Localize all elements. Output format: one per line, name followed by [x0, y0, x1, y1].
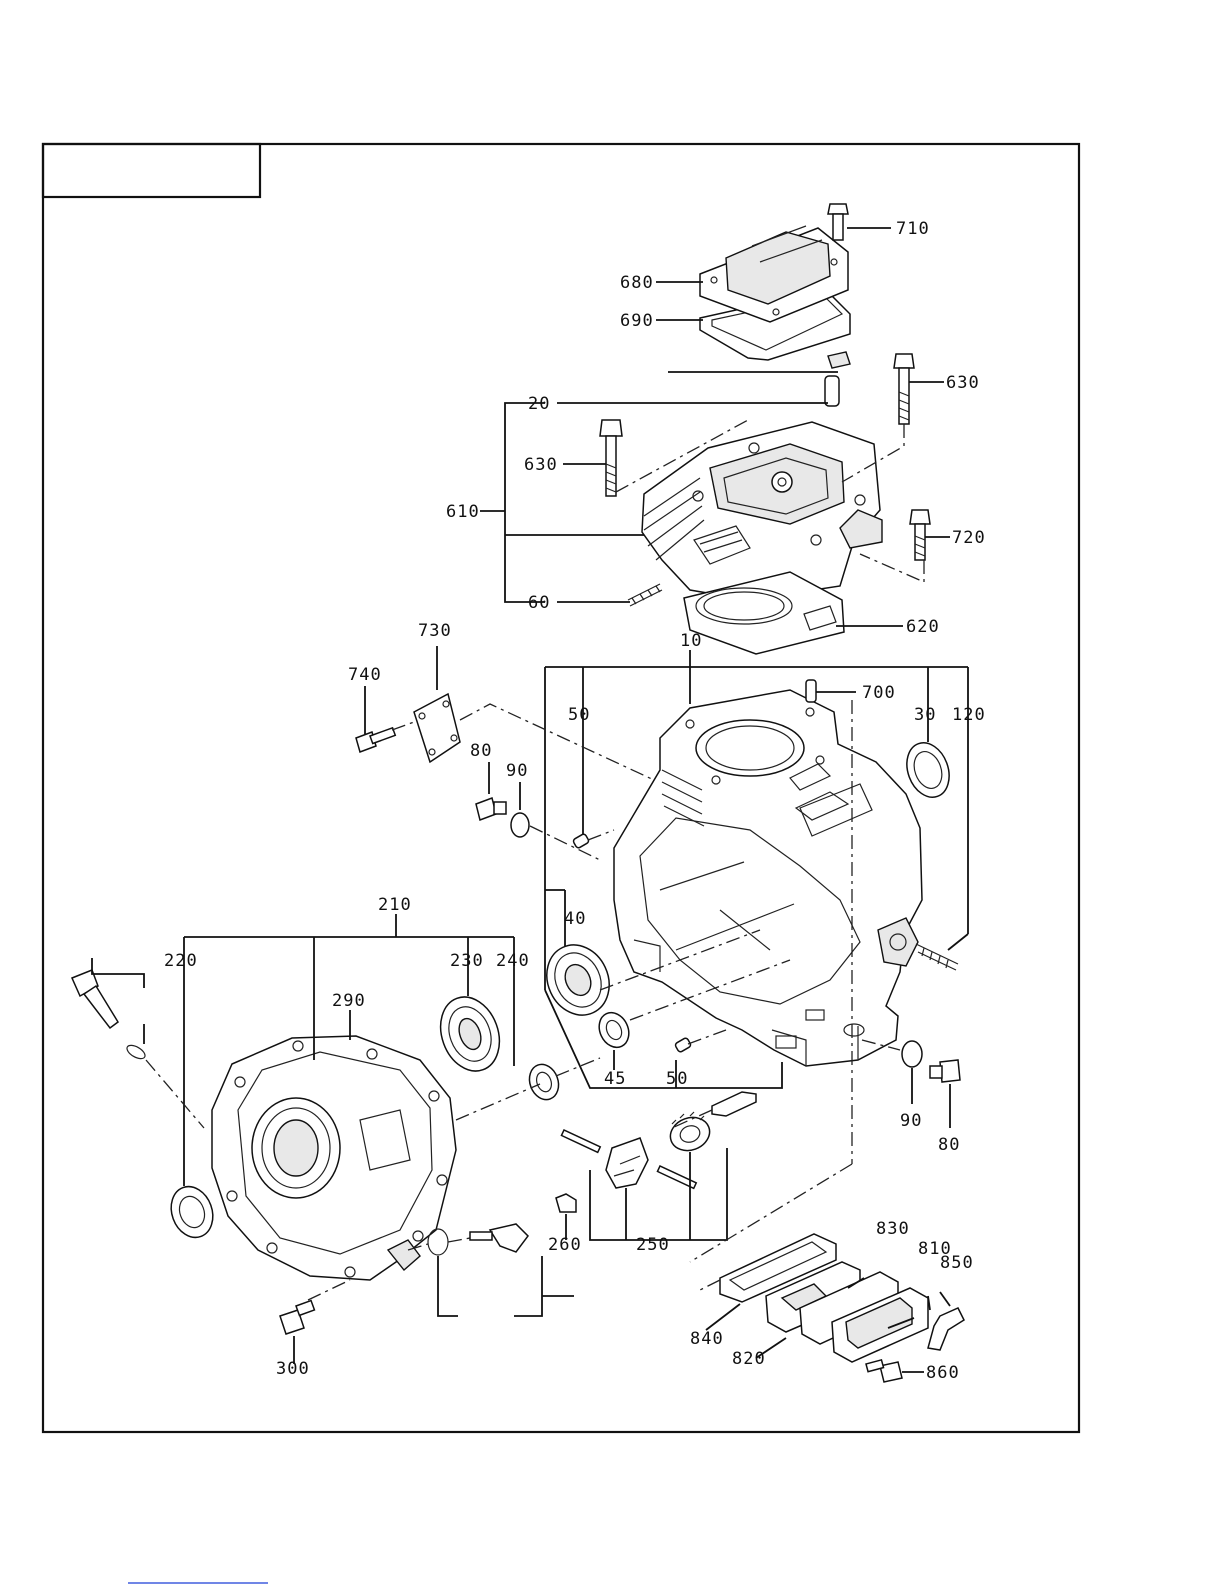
- governor-assembly: [556, 1092, 756, 1212]
- label-50-bottom: 50: [666, 1069, 688, 1089]
- label-300: 300: [276, 1359, 310, 1379]
- label-620: 620: [906, 617, 940, 637]
- label-90-bottom: 90: [900, 1111, 922, 1131]
- crankcase-assembly: [614, 690, 958, 1066]
- label-720: 720: [952, 528, 986, 548]
- label-700: 700: [862, 683, 896, 703]
- label-210: 210: [378, 895, 412, 915]
- label-50-top: 50: [568, 705, 590, 725]
- label-220: 220: [164, 951, 198, 971]
- label-680: 680: [620, 273, 654, 293]
- cylinder-head-assembly: [600, 354, 930, 654]
- valve-cover-assembly: [700, 204, 850, 368]
- label-290: 290: [332, 991, 366, 1011]
- label-90-top: 90: [506, 761, 528, 781]
- label-250: 250: [636, 1235, 670, 1255]
- title-box: [43, 144, 260, 197]
- oil-filler-plug: [428, 1224, 528, 1255]
- label-260: 260: [548, 1235, 582, 1255]
- label-740: 740: [348, 665, 382, 685]
- label-860: 860: [926, 1363, 960, 1383]
- label-820: 820: [732, 1349, 766, 1369]
- label-240: 240: [496, 951, 530, 971]
- bolt-80-bottom: [930, 1060, 960, 1082]
- label-690: 690: [620, 311, 654, 331]
- crankcase-cover-assembly: [212, 1036, 456, 1280]
- oil-dipstick: [72, 970, 147, 1061]
- label-20: 20: [528, 394, 550, 414]
- label-60: 60: [528, 593, 550, 613]
- washer-90-top: [511, 813, 529, 837]
- label-630-left: 630: [524, 455, 558, 475]
- washer-90-bottom: [902, 1041, 922, 1067]
- bolt-80-top: [476, 798, 506, 820]
- bearing-40: [536, 935, 621, 1026]
- cover-plate-730: [414, 694, 460, 762]
- oil-seal-220: [164, 1181, 219, 1244]
- label-610: 610: [446, 502, 480, 522]
- label-120: 120: [952, 705, 986, 725]
- bolt-630-right: [894, 354, 914, 424]
- label-830: 830: [876, 1219, 910, 1239]
- bolt-630-left: [600, 420, 622, 496]
- label-45: 45: [604, 1069, 626, 1089]
- label-30: 30: [914, 705, 936, 725]
- label-850: 850: [940, 1253, 974, 1273]
- oil-seal-45: [594, 1008, 635, 1052]
- label-730: 730: [418, 621, 452, 641]
- label-10: 10: [680, 631, 702, 651]
- drain-plug-300: [280, 1301, 314, 1334]
- label-840: 840: [690, 1329, 724, 1349]
- label-80-bottom: 80: [938, 1135, 960, 1155]
- bolt-710: [828, 204, 848, 240]
- bolt-740: [356, 728, 395, 752]
- oil-seal-30: [900, 737, 957, 803]
- bolt-860: [866, 1360, 902, 1382]
- label-710: 710: [896, 219, 930, 239]
- bearing-230: [431, 989, 510, 1080]
- label-40: 40: [564, 909, 586, 929]
- label-80-top: 80: [470, 741, 492, 761]
- label-630-right: 630: [946, 373, 980, 393]
- label-230: 230: [450, 951, 484, 971]
- oil-seal-240: [525, 1060, 564, 1103]
- bolt-720: [910, 510, 930, 560]
